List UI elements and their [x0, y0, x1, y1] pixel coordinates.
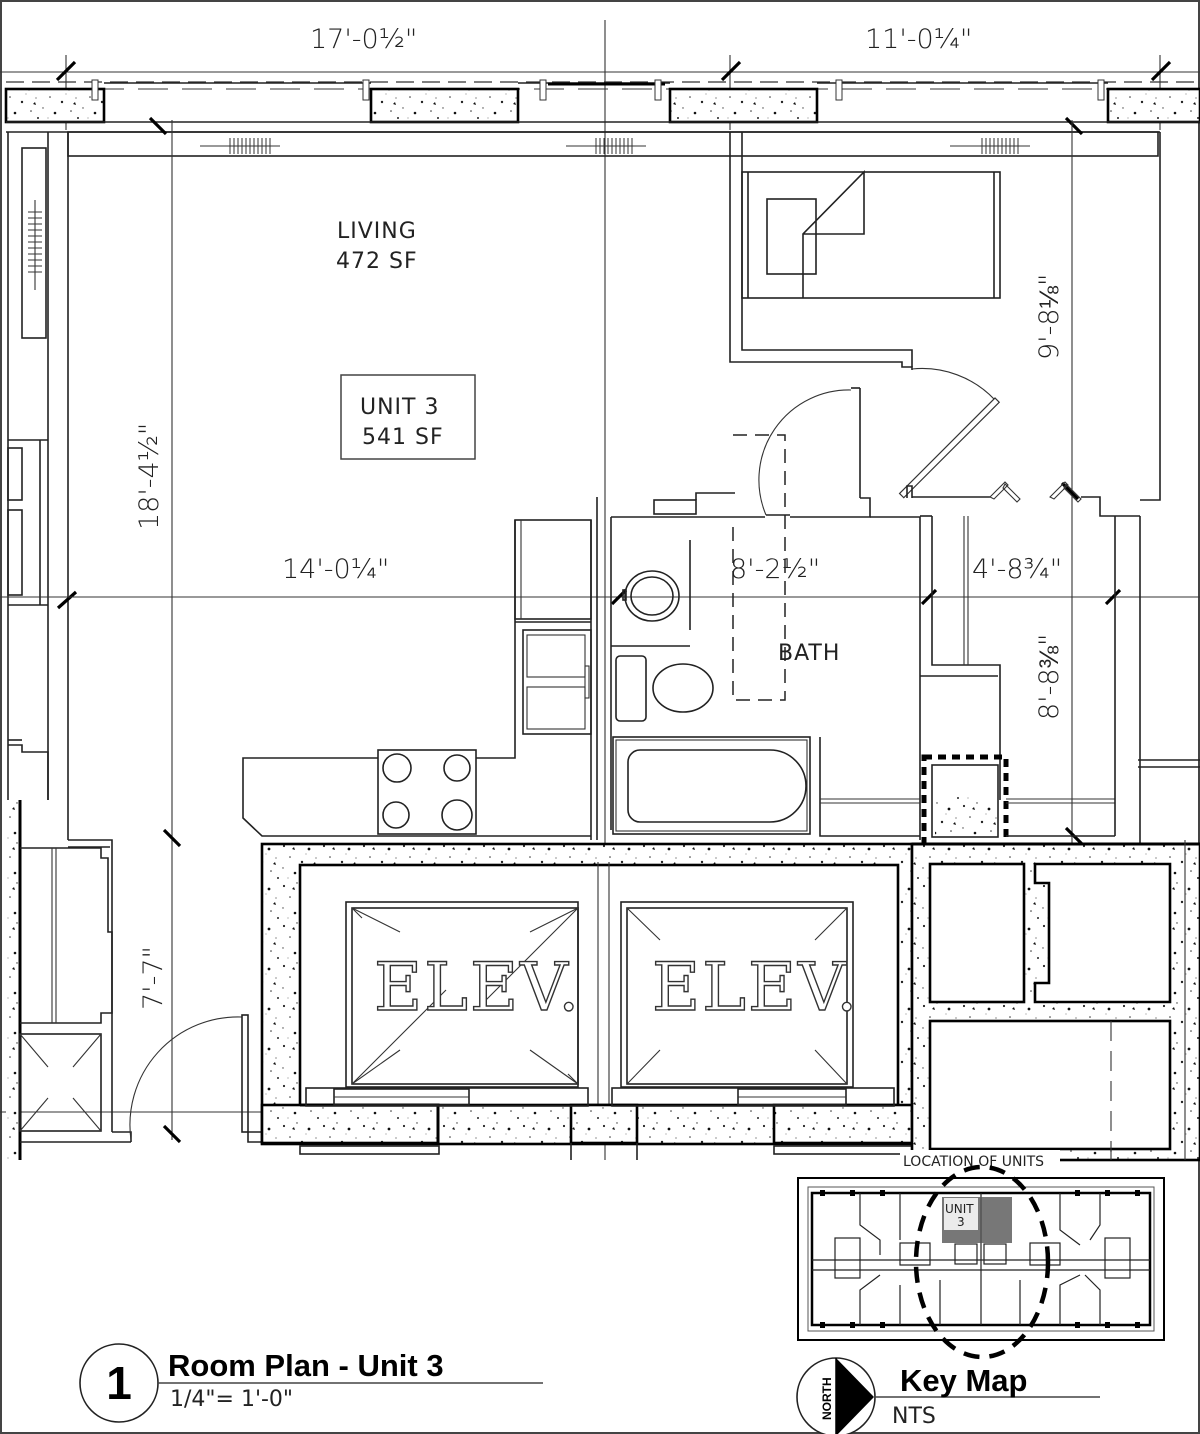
room-labels: LIVING 472 SF UNIT 3 541 SF BATH	[336, 219, 840, 666]
cooktop	[377, 749, 477, 835]
interior-dimension-lines: 18'-4½" 14'-0¼" 8'-2½" 4'-8¾" 9'-8⅛" 8'-…	[0, 120, 1200, 1144]
key-map-title: Key Map	[900, 1363, 1027, 1398]
dimension-closet-width: 4'-8¾"	[972, 554, 1062, 585]
dimension-bath-width: 8'-2½"	[730, 554, 820, 585]
drawing-number: 1	[106, 1357, 132, 1409]
drawing-title: Room Plan - Unit 3	[168, 1348, 444, 1383]
toilet-bowl	[652, 663, 714, 713]
dimension-closet-depth: 8'-8⅜"	[1034, 634, 1065, 720]
key-map-unit-number: 3	[957, 1215, 965, 1229]
north-arrow-icon	[836, 1358, 874, 1434]
bed	[741, 171, 1001, 299]
bath-label: BATH	[778, 641, 840, 666]
dimension-top-left: 17'-0½"	[310, 24, 417, 55]
service-rooms	[910, 840, 1200, 1162]
unit-name-label: UNIT 3	[360, 395, 439, 420]
dimension-living-height: 18'-4½"	[134, 423, 165, 530]
dimension-bedroom-depth: 9'-8⅛"	[1034, 274, 1065, 360]
elevator-car-left: ELEV.	[305, 901, 589, 1107]
north-label: NORTH	[820, 1377, 834, 1420]
oven-cabinet	[522, 629, 592, 735]
toilet-tank	[615, 655, 647, 722]
key-map: LOCATION OF UNITS	[797, 1150, 1165, 1360]
refrigerator	[514, 519, 592, 620]
key-map-unit-label: UNIT	[945, 1202, 974, 1216]
entry-closets	[6, 800, 263, 1160]
unit-area-box	[340, 374, 476, 460]
key-map-title-block: NORTH Key Map NTS	[796, 1357, 1100, 1434]
drawing-scale: 1/4"= 1'-0"	[170, 1387, 293, 1412]
unit-location-circle	[913, 1164, 1051, 1360]
elevator-car-right: ELEV.	[611, 901, 895, 1107]
bedroom-alcove	[729, 132, 1161, 860]
living-room-area: 472 SF	[336, 249, 418, 274]
key-map-caption: LOCATION OF UNITS	[903, 1154, 1044, 1170]
pillow	[766, 198, 817, 275]
bathroom	[596, 387, 921, 840]
living-room-label: LIVING	[337, 219, 417, 244]
dimension-top-right: 11'-0¼"	[865, 24, 972, 55]
elevator-core: ELEV. ELEV.	[260, 842, 914, 1160]
dimension-living-width: 14'-0¼"	[282, 554, 389, 585]
bathtub	[612, 736, 811, 835]
closet-chase	[920, 515, 1200, 848]
kitchen	[242, 519, 592, 840]
drawing-title-block: 1 Room Plan - Unit 3 1/4"= 1'-0"	[79, 1343, 543, 1423]
left-wall	[7, 132, 78, 840]
elevator-right-label: ELEV.	[652, 949, 859, 1026]
key-map-scale: NTS	[892, 1404, 936, 1429]
dimension-entry-depth: 7'-7"	[138, 946, 169, 1010]
exterior-wall	[4, 79, 1200, 157]
elevator-left-label: ELEV.	[374, 949, 581, 1026]
unit-area-label: 541 SF	[362, 425, 444, 450]
